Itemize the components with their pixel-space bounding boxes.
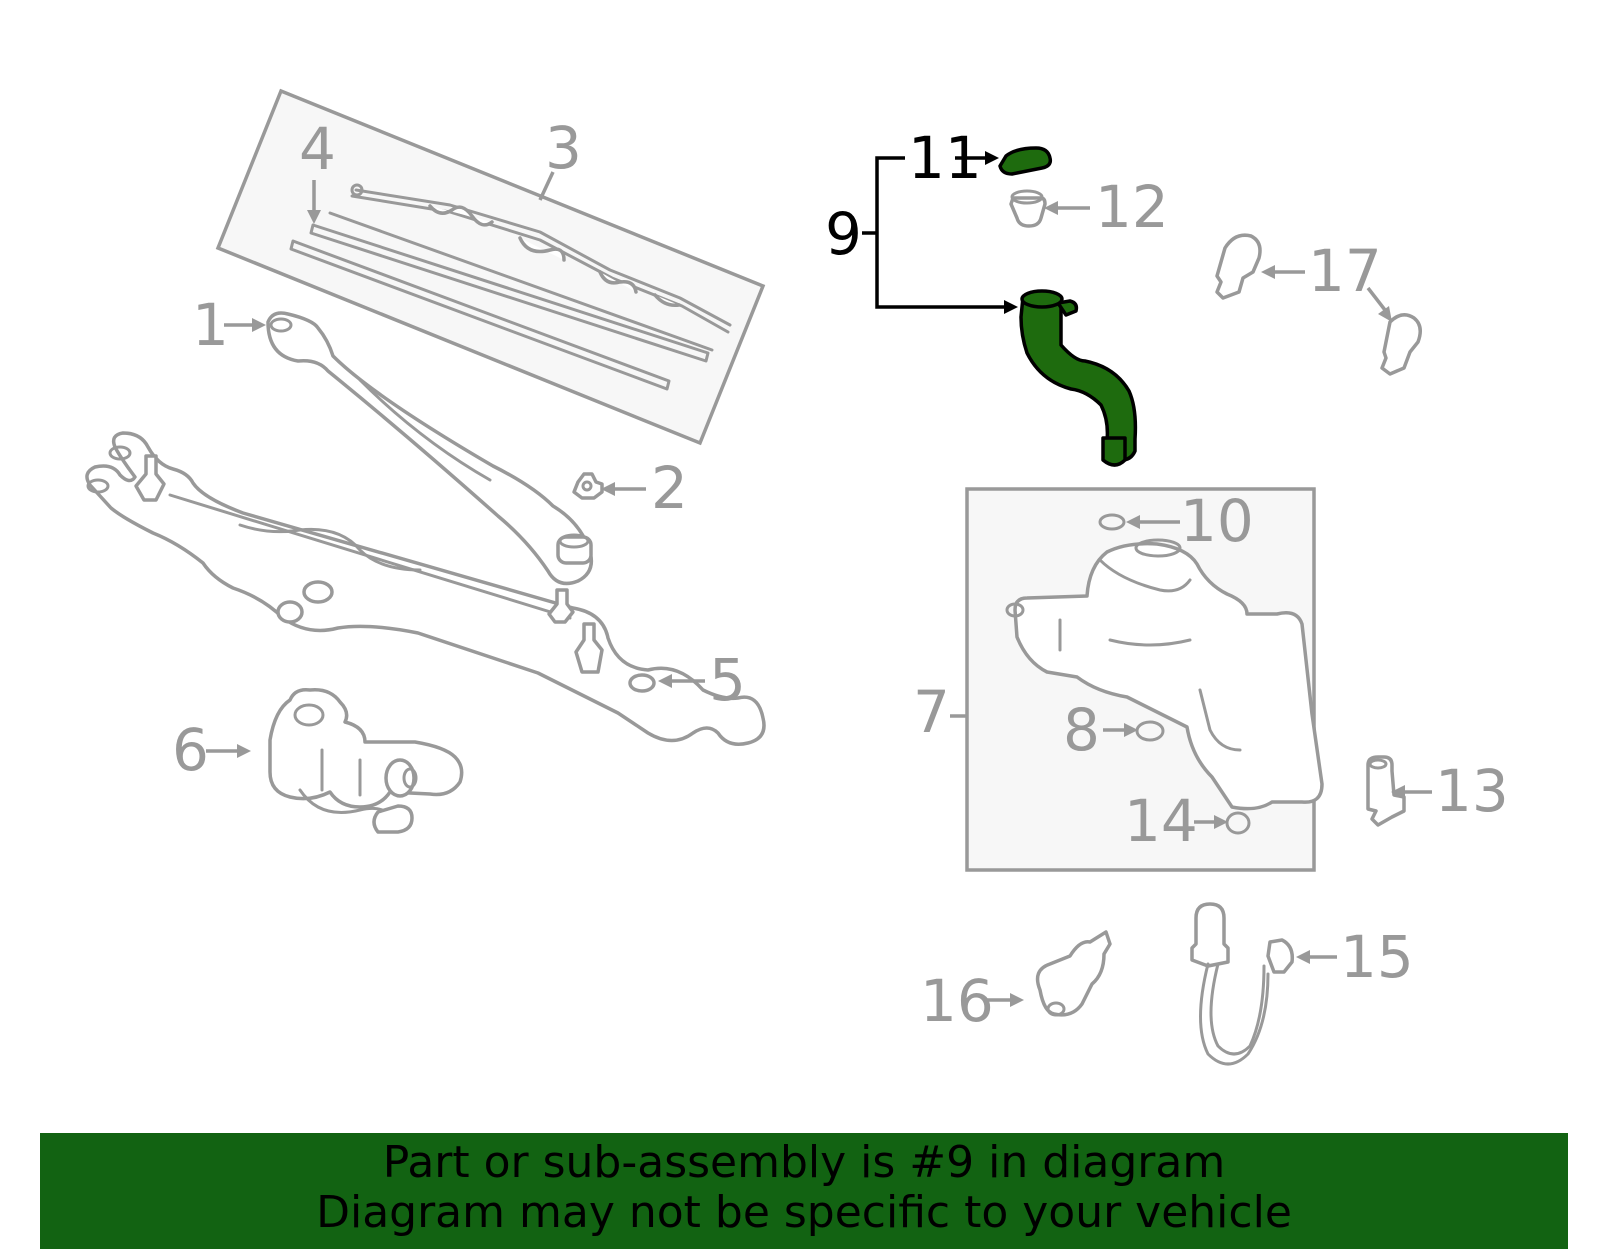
wiper-linkage <box>85 431 766 746</box>
wiper-blade-group <box>215 88 766 446</box>
pump-13 <box>1366 755 1406 827</box>
callout-16: 16 <box>920 967 994 1035</box>
part-11-highlighted <box>998 146 1053 176</box>
nozzle-17 <box>1215 233 1422 376</box>
reservoir-group <box>965 487 1324 872</box>
callout-17: 17 <box>1308 237 1382 305</box>
callout-4: 4 <box>299 115 336 183</box>
info-banner: Part or sub-assembly is #9 in diagram Di… <box>40 1133 1568 1249</box>
callout-8: 8 <box>1063 696 1100 764</box>
part-9-highlighted <box>1019 289 1138 467</box>
gasket-10 <box>1098 513 1126 531</box>
callout-3: 3 <box>545 114 582 182</box>
pump-16 <box>1035 930 1112 1017</box>
cap-12 <box>1009 189 1047 228</box>
banner-line-2: Diagram may not be specific to your vehi… <box>316 1187 1292 1238</box>
callout-6: 6 <box>172 716 209 784</box>
grommet-14 <box>1225 811 1251 835</box>
nut <box>572 472 604 500</box>
callout-13: 13 <box>1435 757 1509 825</box>
callout-11: 11 <box>908 124 982 192</box>
callout-2: 2 <box>651 454 688 522</box>
leader-lines <box>206 171 1432 1007</box>
callout-5: 5 <box>709 646 746 714</box>
banner-line-1: Part or sub-assembly is #9 in diagram <box>382 1137 1226 1188</box>
pump-15 <box>1190 902 1295 1066</box>
grommet-8 <box>1135 720 1165 742</box>
callout-1: 1 <box>192 291 229 359</box>
callout-12: 12 <box>1095 173 1169 241</box>
callout-14: 14 <box>1124 787 1198 855</box>
callout-15: 15 <box>1340 923 1414 991</box>
callout-10: 10 <box>1180 487 1254 555</box>
wiper-motor <box>268 687 464 834</box>
bracket-9 <box>862 151 1018 314</box>
callout-9: 9 <box>825 200 862 268</box>
callout-7: 7 <box>913 678 950 746</box>
wiper-arm <box>266 311 594 586</box>
